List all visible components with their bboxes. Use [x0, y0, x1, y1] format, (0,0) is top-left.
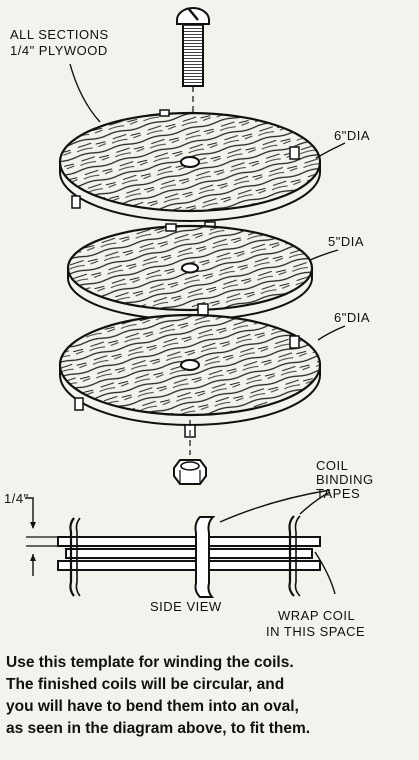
- binding-tapes-label-line1: COIL: [316, 458, 348, 473]
- side-view-label: SIDE VIEW: [150, 599, 222, 614]
- middle-disc-diameter-label: 5"DIA: [328, 234, 364, 249]
- thickness-label: 1/4": [4, 491, 29, 506]
- coil-form-diagram: ALL SECTIONS 1/4" PLYWOOD 6"DIA 5"DIA 6"…: [4, 7, 374, 639]
- bottom-disc-6in: [58, 313, 322, 438]
- thickness-dimension: [25, 497, 70, 576]
- binding-tapes-label-line2: BINDING: [316, 472, 374, 487]
- binding-tape-right: [288, 515, 295, 597]
- binding-tapes-label-line3: TAPES: [316, 486, 360, 501]
- top-disc-6in: [58, 109, 322, 235]
- bolt-head: [176, 7, 210, 25]
- middle-disc-center-hole: [181, 262, 199, 274]
- bolt-shank: [182, 23, 204, 87]
- caption-line-4: as seen in the diagram above, to fit the…: [6, 720, 311, 737]
- caption-line-3: you will have to bend them into an oval,: [6, 698, 299, 715]
- wrap-coil-label-line1: WRAP COIL: [278, 608, 355, 623]
- material-label-line1: ALL SECTIONS: [10, 27, 109, 42]
- wrap-coil-label-line2: IN THIS SPACE: [266, 624, 365, 639]
- binding-tape-left: [69, 517, 75, 597]
- bottom-disc-diameter-label: 6"DIA: [334, 310, 370, 325]
- middle-disc-5in: [66, 223, 314, 321]
- top-disc-diameter-label: 6"DIA: [334, 128, 370, 143]
- side-view-drawing: [57, 515, 321, 598]
- bottom-disc-center-hole: [180, 359, 200, 371]
- leader-lines: [69, 63, 346, 595]
- hex-nut: [173, 459, 207, 485]
- material-label-line2: 1/4" PLYWOOD: [10, 43, 108, 58]
- top-disc-center-hole: [180, 156, 200, 168]
- binding-tape-center: [194, 516, 216, 598]
- bolt: [176, 7, 210, 158]
- caption-line-1: Use this template for winding the coils.: [6, 654, 294, 671]
- caption-line-2: The finished coils will be circular, and: [6, 676, 285, 693]
- caption: Use this template for winding the coils.…: [6, 652, 411, 740]
